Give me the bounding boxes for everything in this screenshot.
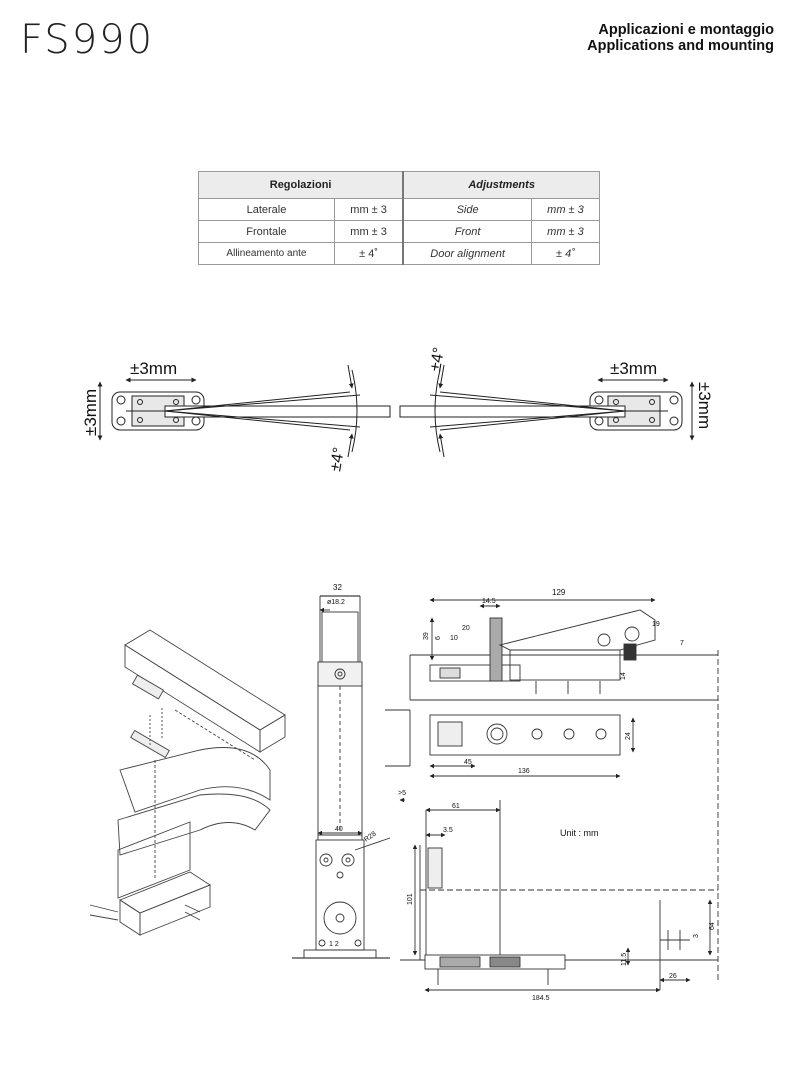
dim-101: 101	[407, 893, 414, 905]
dim-20: 20	[462, 625, 470, 632]
dim-6: 6	[435, 636, 442, 640]
dim-19: 19	[652, 621, 660, 628]
dim-32: 32	[333, 583, 342, 592]
assembly-isometric-sketch	[89, 629, 286, 936]
table-row: Laterale mm ± 3 Side mm ± 3	[198, 198, 601, 221]
row-label-it: Frontale	[198, 220, 335, 243]
dim-14: 14	[620, 672, 627, 680]
table-head-english: Adjustments	[402, 171, 601, 199]
row-value-it: ± 4˚	[333, 242, 404, 265]
front-adjust-left-label: ±3mm	[81, 389, 100, 436]
dim-24: 24	[625, 732, 632, 740]
side-view-drawing	[292, 595, 391, 959]
row-value-it: mm ± 3	[333, 198, 404, 221]
row-value-en: mm ± 3	[530, 220, 601, 243]
side-adjust-right-label: ±3mm	[610, 359, 657, 378]
page-heading: Applicazioni e montaggio Applications an…	[587, 22, 774, 54]
table-row: Frontale mm ± 3 Front mm ± 3	[198, 220, 601, 243]
dim-40: 40	[335, 826, 343, 833]
dim-diameter-18-2: ø18.2	[327, 599, 345, 606]
heading-italian: Applicazioni e montaggio	[598, 22, 774, 38]
front-adjust-right-label: ±3mm	[695, 382, 714, 429]
installation-section-drawing	[399, 797, 718, 993]
row-label-it: Allineamento ante	[198, 242, 335, 265]
row-label-en: Front	[402, 220, 532, 243]
dim-184-5: 184.5	[532, 995, 550, 1002]
adjustment-diagram	[97, 364, 695, 458]
side-adjust-left-label: ±3mm	[130, 359, 177, 378]
dim-61: 61	[452, 803, 460, 810]
dim-129: 129	[552, 588, 566, 597]
dim-45: 45	[464, 759, 472, 766]
heading-english: Applications and mounting	[587, 38, 774, 54]
dim-14-5: 14.5	[482, 598, 496, 605]
dim-3: 3	[693, 934, 700, 938]
table-header-row: Regolazioni Adjustments	[198, 171, 601, 199]
dim-10: 10	[450, 635, 458, 642]
unit-label: Unit : mm	[560, 828, 599, 838]
dim-64: 64	[709, 922, 716, 930]
angle-bottom-label: ±4°	[327, 446, 348, 473]
elevation-drawing	[385, 597, 719, 980]
dim-3-5: 3.5	[443, 827, 453, 834]
dim-11-5: 11.5	[621, 953, 628, 966]
dim-136: 136	[518, 768, 530, 775]
bottom-marks: 1 2	[329, 941, 339, 948]
table-row: Allineamento ante ± 4˚ Door alignment ± …	[198, 242, 601, 265]
dim-greater-5: >5	[398, 790, 406, 797]
row-value-en: ± 4˚	[530, 242, 601, 265]
brand-logo: FS990	[20, 17, 155, 63]
dim-39: 39	[423, 632, 430, 640]
angle-top-label: ±4°	[427, 346, 448, 373]
right-pivot-icon	[589, 391, 683, 431]
row-value-it: mm ± 3	[333, 220, 404, 243]
adjustments-table: Regolazioni Adjustments Laterale mm ± 3 …	[198, 171, 601, 265]
dim-26: 26	[669, 973, 677, 980]
dim-7: 7	[680, 640, 684, 647]
dim-r28: R28	[363, 830, 378, 843]
